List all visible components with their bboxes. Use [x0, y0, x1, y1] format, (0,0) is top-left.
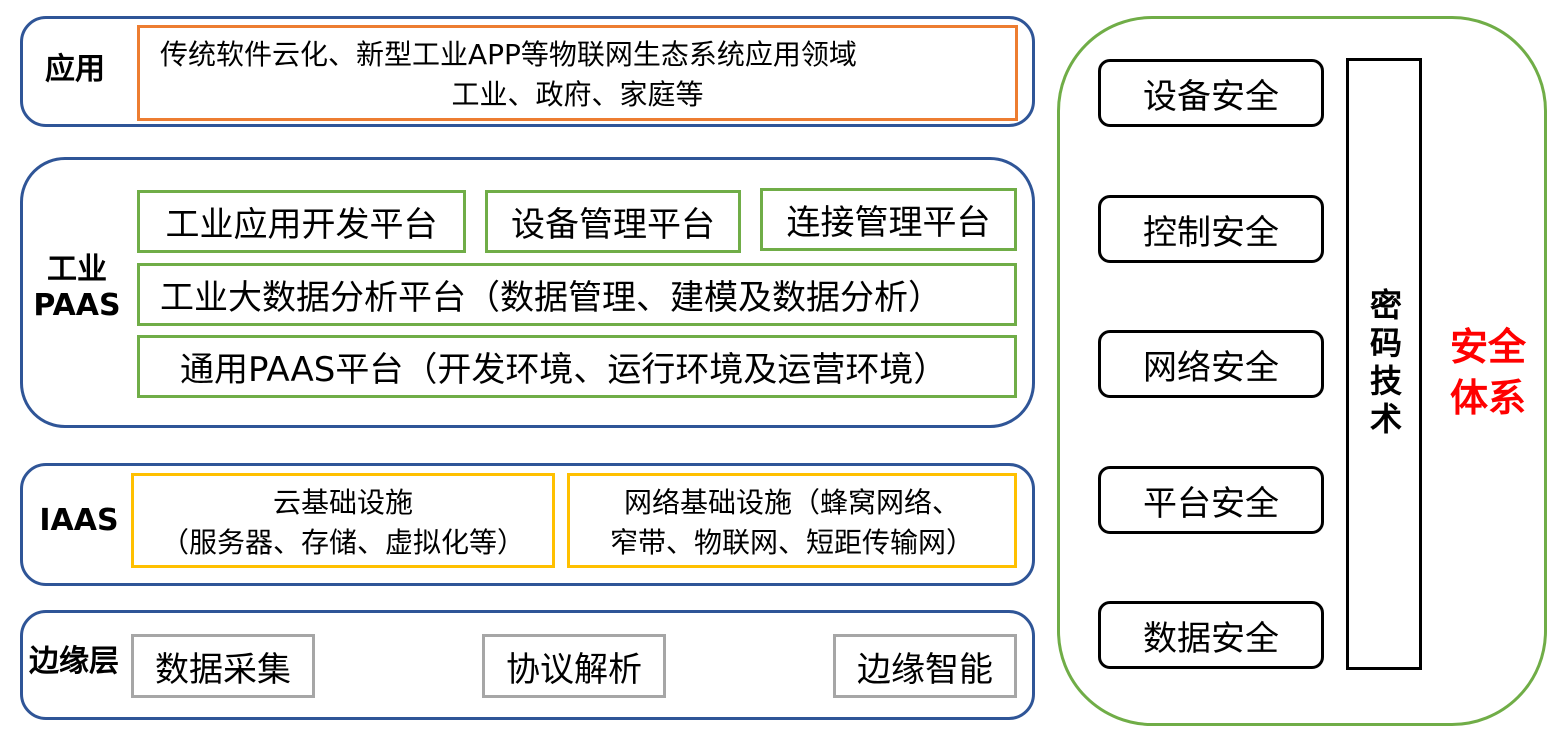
device-management-platform-label: 设备管理平台 [511, 205, 715, 245]
network-infrastructure-line2: 窄带、物联网、短距传输网） [609, 525, 974, 559]
application-domain-line1: 传统软件云化、新型工业APP等物联网生态系统应用领域 [160, 38, 857, 71]
paas-label-line2: PAAS [33, 288, 121, 323]
paas-label-line1: 工业 [47, 252, 107, 287]
device-security-label: 设备安全 [1143, 76, 1279, 117]
connection-management-platform-label: 连接管理平台 [786, 203, 991, 243]
connection-management-platform: 连接管理平台 [760, 188, 1017, 251]
platform-security-label: 平台安全 [1143, 483, 1279, 524]
edge-intelligence-label: 边缘智能 [857, 649, 993, 690]
cloud-infrastructure-title: 云基础设施 [272, 485, 413, 519]
general-paas-platform-label: 通用PAAS平台（开发环境、运行环境及运营环境） [180, 350, 948, 390]
application-layer-label: 应用 [45, 52, 105, 87]
cryptography-label: 密码技术 [1365, 288, 1403, 440]
platform-security-box: 平台安全 [1098, 466, 1324, 534]
cloud-infrastructure-detail: （服务器、存储、虚拟化等） [160, 525, 525, 559]
paas-layer-label: 工业 PAAS [22, 252, 132, 324]
network-security-label: 网络安全 [1143, 347, 1279, 388]
application-domain-line2: 工业、政府、家庭等 [451, 78, 704, 111]
general-paas-platform: 通用PAAS平台（开发环境、运行环境及运营环境） [137, 335, 1017, 398]
device-management-platform: 设备管理平台 [485, 190, 741, 253]
application-domain-box: 传统软件云化、新型工业APP等物联网生态系统应用领域 工业、政府、家庭等 [137, 25, 1018, 121]
cloud-infrastructure-box: 云基础设施 （服务器、存储、虚拟化等） [131, 473, 555, 568]
bigdata-analysis-platform-label: 工业大数据分析平台（数据管理、建模及数据分析） [160, 278, 942, 318]
network-infrastructure-line1: 网络基础设施（蜂窝网络、 [623, 485, 960, 519]
network-infrastructure-box: 网络基础设施（蜂窝网络、 窄带、物联网、短距传输网） [567, 473, 1017, 568]
industrial-app-dev-platform-label: 工业应用开发平台 [165, 205, 438, 245]
data-collection-label: 数据采集 [155, 649, 291, 690]
protocol-parsing-label: 协议解析 [506, 649, 642, 690]
control-security-box: 控制安全 [1098, 195, 1324, 263]
iaas-layer-label: IAAS [39, 503, 119, 538]
data-security-label: 数据安全 [1143, 618, 1279, 659]
data-collection-box: 数据采集 [131, 634, 315, 698]
control-security-label: 控制安全 [1143, 212, 1279, 253]
edge-layer-label: 边缘层 [29, 644, 119, 679]
cryptography-box: 密码技术 [1346, 58, 1422, 670]
security-system-title-line1: 安全 [1449, 325, 1526, 369]
security-system-title: 安全 体系 [1440, 322, 1536, 425]
protocol-parsing-box: 协议解析 [482, 634, 666, 698]
data-security-box: 数据安全 [1098, 601, 1324, 669]
security-system-title-line2: 体系 [1449, 376, 1526, 421]
industrial-app-dev-platform: 工业应用开发平台 [137, 190, 466, 253]
edge-intelligence-box: 边缘智能 [833, 634, 1017, 698]
device-security-box: 设备安全 [1098, 59, 1324, 127]
network-security-box: 网络安全 [1098, 330, 1324, 398]
bigdata-analysis-platform: 工业大数据分析平台（数据管理、建模及数据分析） [137, 263, 1017, 326]
